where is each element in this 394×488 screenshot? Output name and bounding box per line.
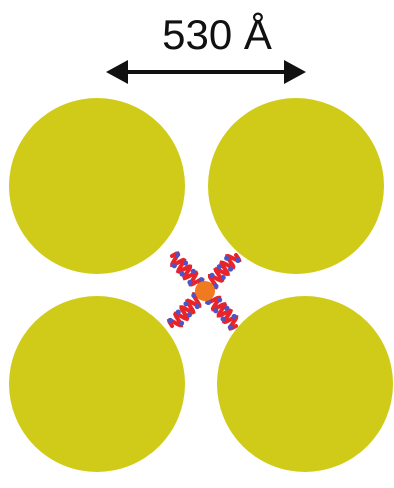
- helix-coil: [169, 294, 199, 326]
- helix-residue: [180, 271, 185, 276]
- helix-residue: [183, 301, 188, 306]
- helix-coil: [207, 297, 236, 329]
- helix-residue: [232, 314, 237, 319]
- dimension-label: 530 Å: [162, 11, 272, 58]
- linker-helix-upper-left: [172, 252, 204, 285]
- linker-helix-upper-right: [209, 255, 240, 289]
- sphere-top-right: [208, 98, 384, 274]
- helix-residue: [224, 256, 229, 261]
- helix-residue: [221, 275, 226, 280]
- center-node-icon: [195, 281, 215, 301]
- helix-residue: [213, 308, 218, 313]
- arrow-head-left: [106, 60, 128, 84]
- helix-coil: [210, 255, 239, 287]
- sphere-bottom-right: [217, 296, 393, 472]
- helix-coil: [172, 253, 202, 285]
- helix-residue: [183, 260, 188, 265]
- helix-residue: [235, 258, 240, 263]
- helix-residue: [195, 304, 200, 309]
- sphere-top-left: [9, 98, 185, 274]
- helix-residue: [176, 310, 181, 315]
- helix-residue: [175, 252, 180, 257]
- double-headed-arrow-icon: [106, 60, 306, 84]
- helix-residue: [187, 312, 192, 317]
- helix-residue: [209, 273, 214, 278]
- helix-residue: [168, 318, 173, 323]
- helix-residue: [228, 325, 233, 330]
- helix-residue: [191, 269, 196, 274]
- arrow-head-right: [284, 60, 306, 84]
- helix-residue: [217, 264, 222, 269]
- helix-residue: [224, 306, 229, 311]
- helix-residue: [187, 280, 192, 285]
- helix-residue: [172, 263, 177, 268]
- helix-residue: [228, 266, 233, 271]
- sphere-bottom-left: [9, 296, 185, 472]
- linker-helix-lower-right: [206, 297, 237, 330]
- helix-residue: [221, 316, 226, 321]
- linker-helix-lower-left: [168, 293, 200, 326]
- helix-residue: [217, 297, 222, 302]
- helix-residue: [179, 321, 184, 326]
